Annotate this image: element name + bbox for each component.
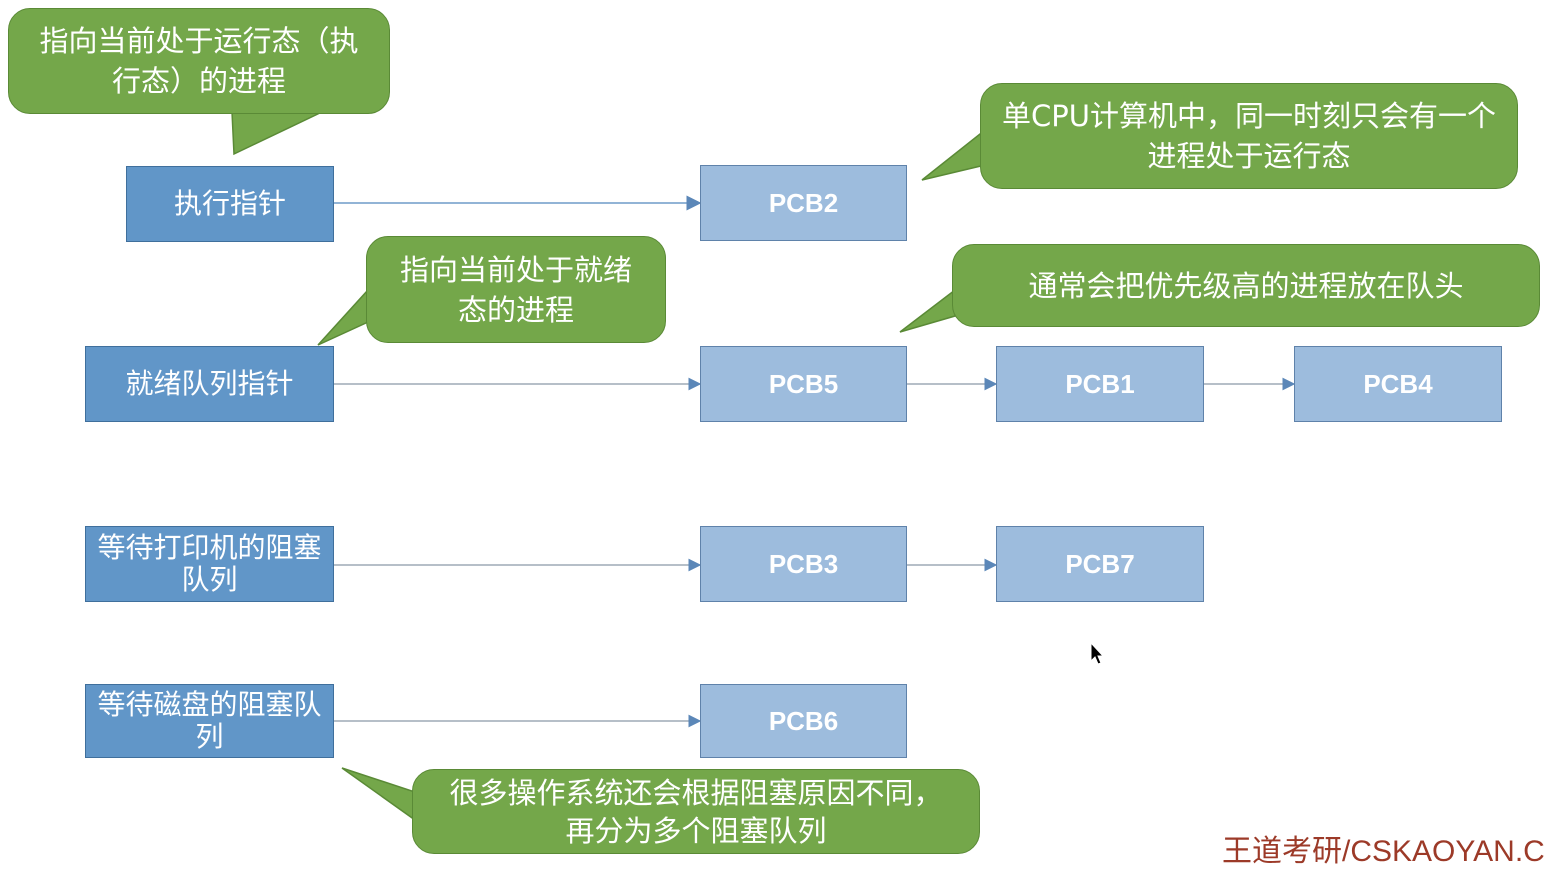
pcb-box-ready: PCB4 — [1294, 346, 1502, 422]
callout-priority: 通常会把优先级高的进程放在队头 — [952, 244, 1540, 327]
callout-tail — [899, 288, 956, 333]
pcb-box-disk-blocked: PCB6 — [700, 684, 907, 758]
pcb-box-ready: PCB5 — [700, 346, 907, 422]
pcb-box-printer-blocked: PCB3 — [700, 526, 907, 602]
pcb-box-printer-blocked: PCB7 — [996, 526, 1204, 602]
callout-single-cpu: 单CPU计算机中，同一时刻只会有一个进程处于运行态 — [980, 83, 1518, 189]
watermark: 王道考研/CSKAOYAN.C — [1222, 835, 1545, 868]
callout-tail — [341, 767, 416, 822]
pcb-box-running: PCB2 — [700, 165, 907, 241]
callout-ready-pointer: 指向当前处于就绪态的进程 — [366, 236, 666, 343]
callout-running-pointer: 指向当前处于运行态（执行态）的进程 — [8, 8, 390, 114]
callout-tail — [921, 128, 986, 181]
pcb-box-ready: PCB1 — [996, 346, 1204, 422]
printer-blocked-queue-box: 等待打印机的阻塞队列 — [85, 526, 334, 602]
ready-queue-pointer-box: 就绪队列指针 — [85, 346, 334, 422]
callout-tail — [317, 288, 369, 346]
mouse-cursor-icon — [1090, 642, 1105, 665]
running-pointer-box: 执行指针 — [126, 166, 334, 242]
callout-tail — [231, 111, 323, 156]
disk-blocked-queue-box: 等待磁盘的阻塞队列 — [85, 684, 334, 758]
callout-blocked-queues: 很多操作系统还会根据阻塞原因不同，再分为多个阻塞队列 — [412, 769, 980, 854]
